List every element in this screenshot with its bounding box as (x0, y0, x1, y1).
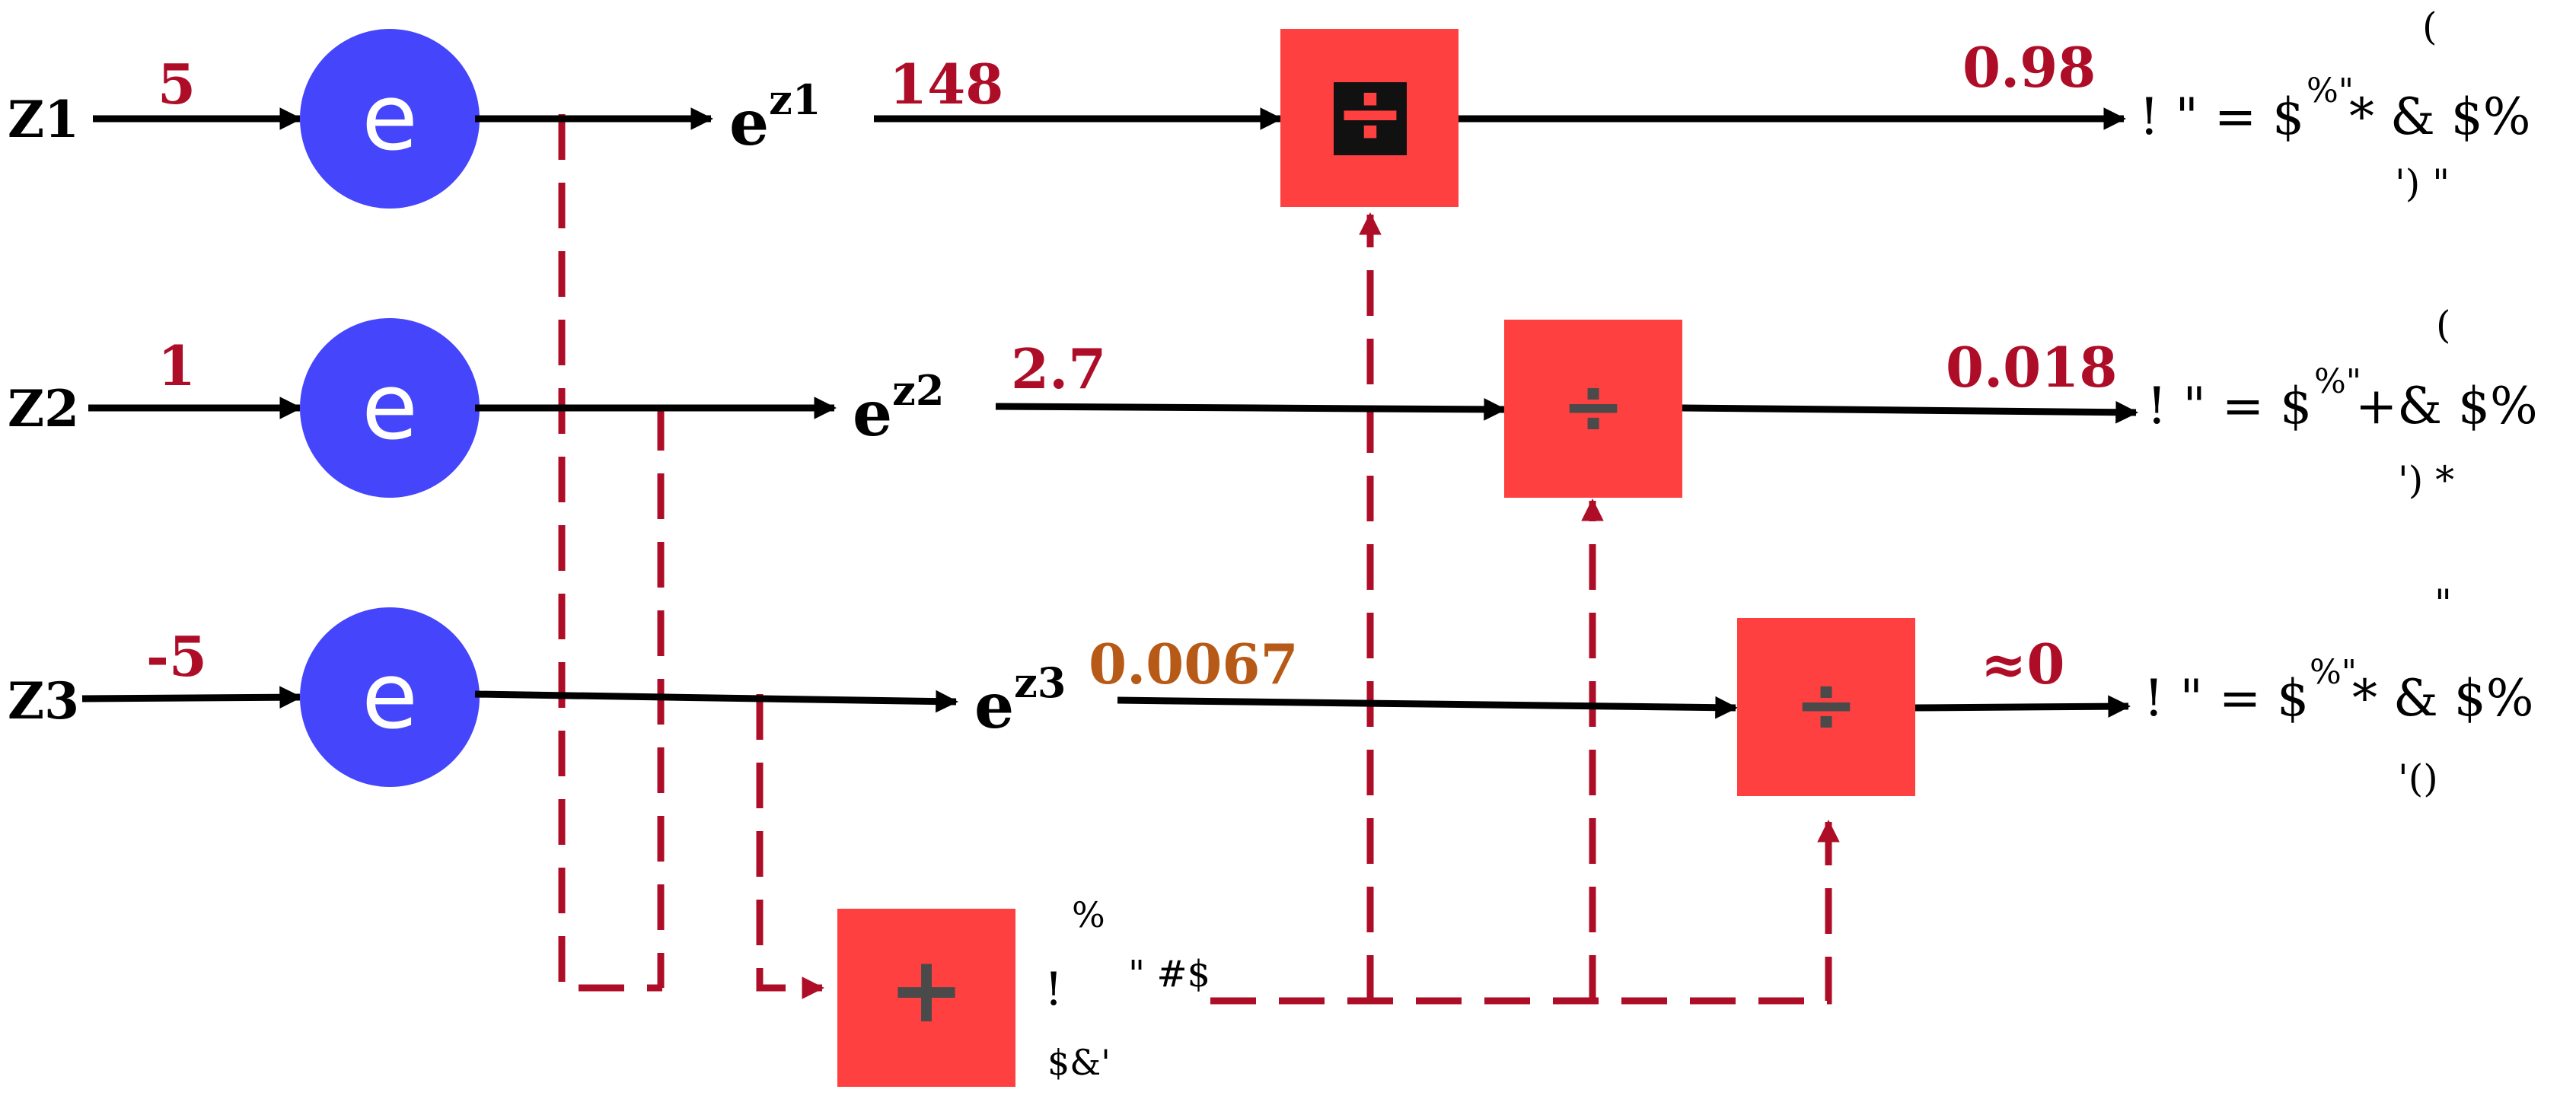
to-divide-arrow (995, 397, 1506, 421)
row-2: Z2 1 e ez2 2.7 ÷ 0.018 ( ! " = $ %" +& $… (8, 303, 2538, 502)
formula-above: ( (2436, 303, 2451, 347)
input-arrow (81, 686, 302, 709)
formula-main: ! " = $ (2144, 669, 2309, 728)
output-value: ≈0 (1981, 632, 2064, 696)
formula-below: ') " (2395, 161, 2450, 205)
exp-node-label: e (362, 644, 418, 750)
to-divide-arrow (1117, 696, 1738, 719)
dashed-connectors (558, 114, 1840, 1005)
input-label: Z3 (8, 671, 79, 731)
formula-tail: * & $% (2352, 669, 2533, 728)
formula-sup: %" (2307, 72, 2354, 110)
sum-label-left: ! (1044, 963, 1063, 1016)
exp-node (300, 318, 480, 498)
divide-box (1737, 618, 1915, 796)
exp-value: 148 (889, 52, 1003, 116)
dash-z3-to-sum (756, 694, 824, 999)
divide-icon: ÷ (1794, 660, 1858, 749)
formula-tail: +& $% (2355, 377, 2538, 435)
formula-above: ( (2422, 5, 2437, 49)
divide-icon: ÷ (1561, 362, 1625, 451)
sum-group: + % ! " #$ $&' (837, 894, 1210, 1087)
exp-output-label: ez2 (853, 366, 944, 451)
row-3: Z3 -5 e ez3 0.0067 ÷ ≈0 " ! " = $ %" * &… (8, 581, 2533, 801)
row-1: Z1 5 e ez1 148 ÷ 0.98 ( ! " = $ %" * & $… (8, 5, 2530, 209)
sum-label-bottom: $&' (1047, 1042, 1111, 1083)
exp-node-label: e (362, 355, 418, 460)
input-value: 5 (158, 52, 196, 116)
output-arrow (1682, 400, 2138, 424)
input-label: Z2 (8, 379, 79, 438)
sum-label-top: % (1072, 894, 1105, 935)
output-formula: ( ! " = $ %" +& $% ') * (2147, 303, 2538, 502)
dash-sum-bus (1210, 820, 1840, 1005)
exp-value: 0.0067 (1089, 632, 1299, 696)
divide-icon-bg (1334, 82, 1407, 155)
exp-node (300, 607, 480, 787)
output-value: 0.018 (1946, 335, 2117, 400)
sum-label-right: " #$ (1128, 953, 1210, 995)
exp-node (300, 29, 480, 209)
input-value: -5 (146, 624, 207, 689)
sum-box (837, 909, 1015, 1087)
output-arrow (1914, 695, 2131, 718)
formula-below: ') * (2398, 458, 2454, 502)
formula-sup: %" (2314, 362, 2361, 401)
divide-icon: ÷ (1335, 64, 1405, 161)
formula-below: '() (2398, 757, 2438, 801)
output-value: 0.98 (1962, 35, 2096, 100)
formula-above: " (2434, 581, 2452, 626)
exp-node-label: e (362, 65, 418, 171)
exp-output-label: ez3 (974, 658, 1066, 743)
exp-value: 2.7 (1011, 336, 1106, 401)
input-value: 1 (158, 333, 196, 398)
divide-box (1504, 320, 1682, 498)
sum-label: % ! " #$ $&' (1044, 894, 1210, 1083)
output-formula: " ! " = $ %" * & $% '() (2144, 581, 2533, 801)
output-formula: ( ! " = $ %" * & $% ') " (2139, 5, 2530, 205)
formula-tail: * & $% (2349, 88, 2530, 146)
formula-sup: %" (2310, 653, 2357, 692)
dash-z1-to-sum (558, 114, 662, 992)
formula-main: ! " = $ (2139, 88, 2304, 146)
exp-output-label: ez1 (729, 75, 821, 160)
exp-output-arrow (474, 690, 958, 713)
input-label: Z1 (8, 90, 79, 149)
formula-main: ! " = $ (2147, 377, 2312, 435)
plus-icon: + (888, 938, 965, 1043)
